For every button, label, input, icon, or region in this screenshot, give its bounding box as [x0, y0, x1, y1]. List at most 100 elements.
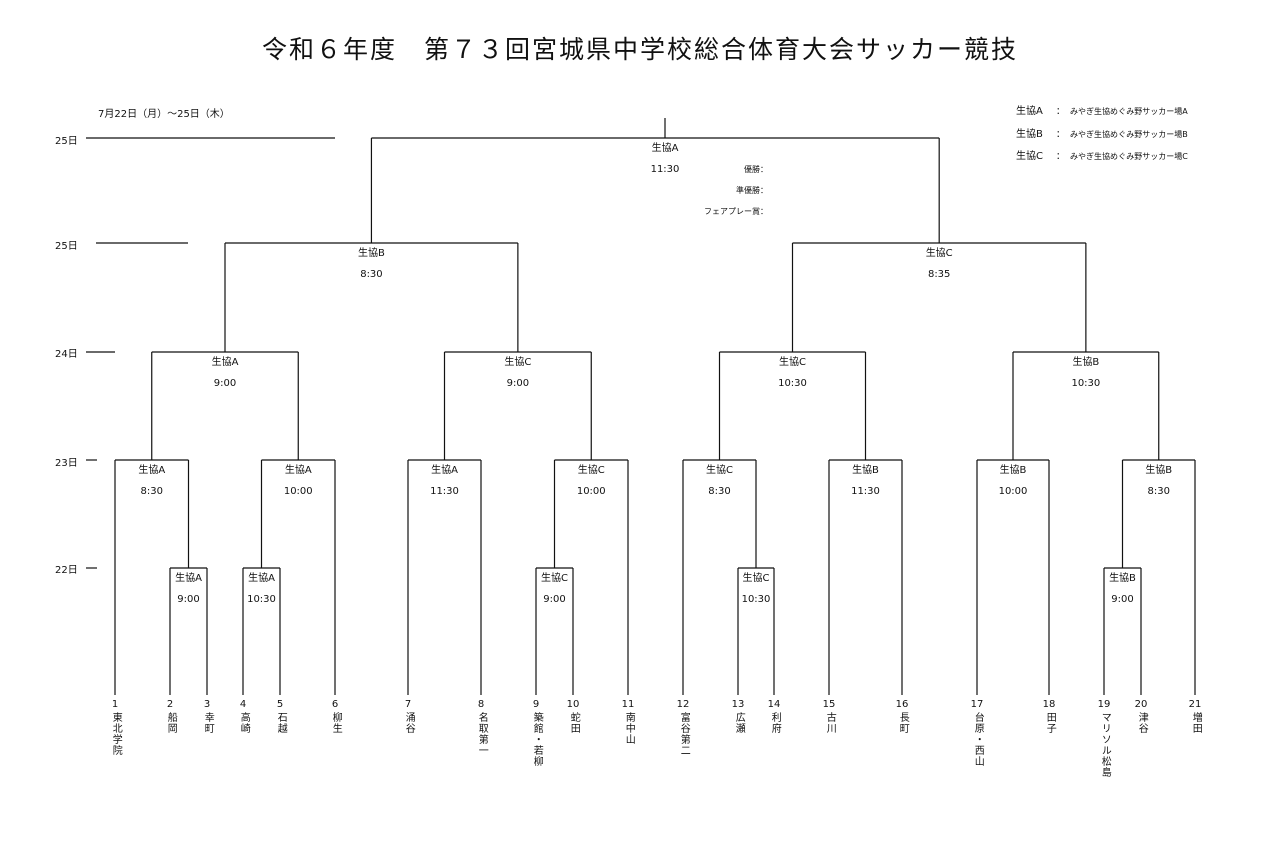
- team-name: 高崎: [238, 711, 250, 734]
- team-number: 8: [477, 699, 485, 710]
- match-time: 10:00: [576, 486, 606, 497]
- match-info: 生協A 10:30: [222, 573, 302, 606]
- team-name: 広瀬: [733, 711, 745, 734]
- match-time: 8:30: [1147, 486, 1170, 497]
- match-venue: 生協C: [925, 248, 953, 259]
- venue-code: 生協A: [1016, 106, 1043, 117]
- match-time: 8:30: [360, 269, 383, 280]
- team-number: 7: [404, 699, 412, 710]
- team-number: 12: [676, 699, 690, 710]
- team-name: 富谷第二: [678, 711, 690, 756]
- match-time: 10:30: [741, 594, 771, 605]
- match-info: 生協A 11:30: [625, 143, 705, 176]
- match-venue: 生協B: [1145, 465, 1173, 476]
- venue-legend: 生協A：みやぎ生協めぐみ野サッカー場A 生協B：みやぎ生協めぐみ野サッカー場B …: [1016, 101, 1188, 169]
- match-time: 10:00: [998, 486, 1028, 497]
- match-time: 9:00: [1111, 594, 1134, 605]
- team-name: 津谷: [1136, 711, 1148, 734]
- venue-separator: ：: [1056, 152, 1066, 162]
- match-venue: 生協A: [431, 465, 458, 476]
- team-name: 築館・若柳: [531, 711, 543, 767]
- tournament-dates: 7月22日（月）～25日（木）: [98, 109, 230, 120]
- team-number: 17: [970, 699, 984, 710]
- match-venue: 生協A: [248, 573, 275, 584]
- team-number: 4: [239, 699, 247, 710]
- day-label-round2: 23日: [55, 458, 78, 469]
- match-venue: 生協C: [504, 357, 532, 368]
- match-info: 生協B 8:30: [1119, 465, 1199, 498]
- match-venue: 生協A: [651, 143, 679, 154]
- venue-legend-item: 生協A：みやぎ生協めぐみ野サッカー場A: [1016, 101, 1188, 124]
- match-time: 9:00: [506, 378, 530, 389]
- match-info: 生協C 9:00: [478, 357, 558, 390]
- venue-name: みやぎ生協めぐみ野サッカー場C: [1070, 152, 1188, 161]
- match-info: 生協C 10:00: [551, 465, 631, 498]
- match-info: 生協A 11:30: [405, 465, 485, 498]
- team-number: 6: [331, 699, 339, 710]
- team-number: 10: [566, 699, 580, 710]
- match-time: 11:30: [650, 164, 680, 175]
- team-number: 16: [895, 699, 909, 710]
- team-number: 18: [1042, 699, 1056, 710]
- venue-legend-item: 生協B：みやぎ生協めぐみ野サッカー場B: [1016, 124, 1188, 147]
- match-time: 9:00: [543, 594, 566, 605]
- team-name: 涌谷: [403, 711, 415, 734]
- match-venue: 生協B: [852, 465, 879, 476]
- team-name: 東北学院: [110, 711, 122, 756]
- venue-legend-item: 生協C：みやぎ生協めぐみ野サッカー場C: [1016, 146, 1188, 169]
- team-number: 15: [822, 699, 836, 710]
- day-label-quarterfinal: 24日: [55, 349, 78, 360]
- match-time: 10:30: [247, 594, 276, 605]
- match-time: 8:30: [708, 486, 731, 497]
- team-name: マリソル松島: [1099, 711, 1111, 778]
- match-time: 9:00: [177, 594, 200, 605]
- team-name: 蛇田: [568, 711, 580, 734]
- match-venue: 生協C: [577, 465, 605, 476]
- team-number: 14: [767, 699, 781, 710]
- venue-code: 生協B: [1016, 128, 1043, 140]
- match-venue: 生協B: [999, 465, 1027, 476]
- team-name: 船岡: [165, 711, 177, 734]
- match-venue: 生協B: [1109, 573, 1136, 584]
- team-name: 利府: [769, 711, 781, 734]
- match-time: 10:30: [1071, 378, 1101, 389]
- match-venue: 生協C: [541, 573, 568, 584]
- team-name: 柳生: [330, 711, 342, 734]
- team-name: 長町: [897, 711, 909, 734]
- match-info: 生協B 9:00: [1083, 573, 1163, 606]
- day-label-round1: 22日: [55, 565, 78, 576]
- team-number: 1: [111, 699, 119, 710]
- team-number: 13: [731, 699, 745, 710]
- team-number: 5: [276, 699, 284, 710]
- match-time: 11:30: [430, 486, 459, 497]
- match-time: 10:00: [283, 486, 313, 497]
- match-time: 8:30: [140, 486, 163, 497]
- team-name: 田子: [1044, 711, 1056, 734]
- team-name: 増田: [1190, 711, 1202, 734]
- winner-label: 優勝：: [744, 165, 768, 174]
